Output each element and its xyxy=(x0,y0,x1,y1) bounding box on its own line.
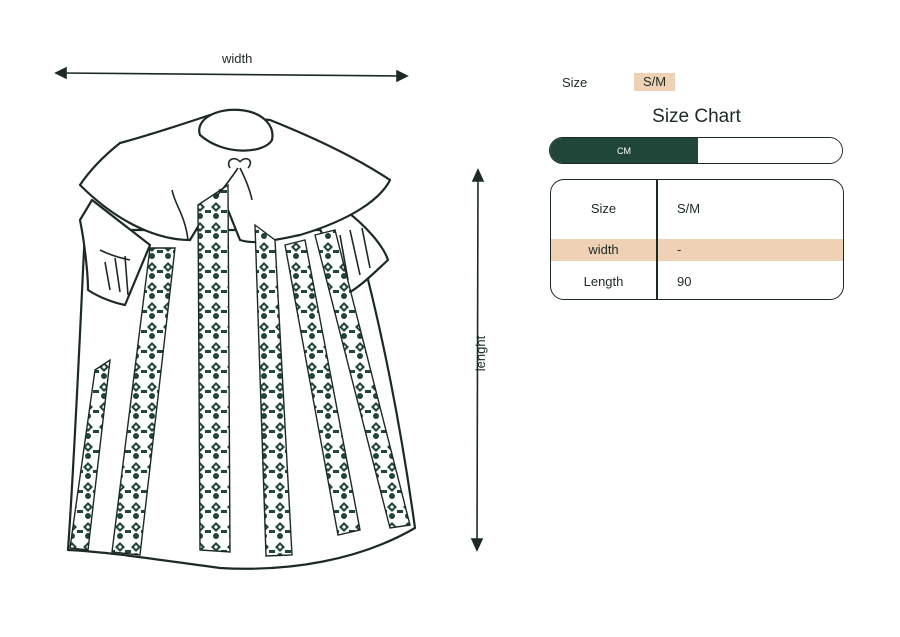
length-arrow-icon xyxy=(470,168,485,552)
unit-cm-button[interactable]: CM xyxy=(550,138,698,163)
table-row-value: 90 xyxy=(677,274,692,289)
table-row-value: S/M xyxy=(677,201,701,216)
size-option-sm[interactable]: S/M xyxy=(634,73,675,91)
table-row: Length 90 xyxy=(551,271,843,293)
width-dimension-label: width xyxy=(222,51,253,66)
table-row-label: width xyxy=(588,242,619,257)
table-row: width - xyxy=(551,239,843,261)
width-arrow-icon xyxy=(54,66,409,83)
table-row-label: Length xyxy=(583,274,624,289)
size-chart-title: Size Chart xyxy=(652,106,741,127)
table-row-value: - xyxy=(677,242,682,257)
table-column-divider xyxy=(656,180,658,299)
table-row: Size S/M xyxy=(551,198,843,220)
unit-toggle: CM xyxy=(549,137,843,164)
table-row-label: Size xyxy=(590,201,617,216)
unit-other-button[interactable] xyxy=(698,138,842,163)
size-table: Size S/M width - Length 90 xyxy=(550,179,844,300)
size-label: Size xyxy=(562,75,588,90)
